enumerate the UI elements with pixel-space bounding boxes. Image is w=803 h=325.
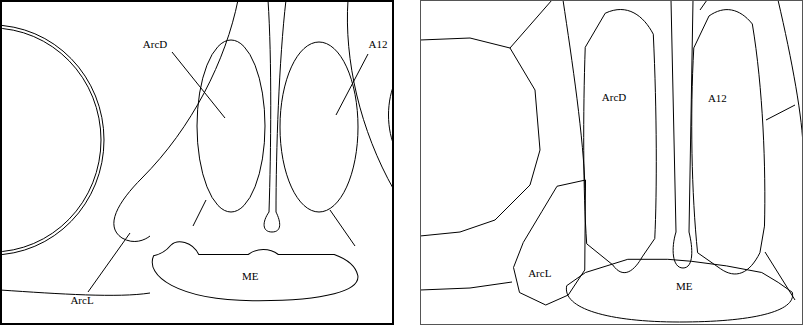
boundary-line — [765, 252, 795, 300]
brain-region: A12 — [690, 8, 766, 274]
region-outline-path — [514, 180, 586, 305]
region-label: ArcD — [602, 92, 626, 103]
tract-outline — [420, 38, 540, 236]
region-outline-path — [692, 10, 765, 274]
region-label: ArcL — [70, 295, 93, 306]
tract-outline-inner — [0, 28, 101, 252]
region-outline-path — [152, 242, 358, 301]
right-panel-frame — [421, 1, 803, 325]
boundary-line — [193, 200, 206, 226]
third-ventricle — [264, 0, 286, 232]
region-outline — [512, 180, 587, 305]
ventral-boundary — [420, 282, 512, 290]
brain-region: ME — [562, 256, 797, 322]
region-label: ArcD — [143, 39, 167, 50]
right-panel-outlines — [420, 0, 803, 300]
region-label: A12 — [369, 39, 388, 50]
third-ventricle — [671, 0, 693, 268]
leader-line — [172, 52, 225, 118]
leader-line — [336, 54, 368, 115]
brain-region: ArcD — [583, 8, 657, 270]
tract-outline — [0, 25, 104, 255]
leader-line — [88, 233, 130, 292]
region-label: ArcL — [528, 267, 551, 278]
arc-boundary — [114, 0, 238, 242]
region-outline — [690, 8, 766, 274]
region-label: A12 — [708, 93, 727, 104]
lateral-boundary — [347, 0, 394, 190]
brain-region: ArcL — [512, 180, 587, 305]
lateral-boundary — [778, 0, 803, 150]
boundary-line — [766, 105, 795, 120]
left-panel-frame — [1, 1, 393, 324]
boundary-line — [700, 0, 707, 10]
region-outline-path — [584, 10, 657, 273]
region-outline — [145, 236, 360, 302]
region-label: ME — [676, 280, 693, 291]
region-outline-path — [566, 259, 792, 322]
region-outline — [583, 8, 657, 270]
brain-region: ME — [145, 236, 360, 302]
arc-boundary — [563, 0, 585, 190]
a12-outline — [280, 42, 358, 212]
region-label: ME — [242, 270, 259, 281]
arcd-outline — [197, 40, 265, 212]
arc-boundary — [510, 0, 552, 48]
boundary-line — [330, 210, 355, 246]
